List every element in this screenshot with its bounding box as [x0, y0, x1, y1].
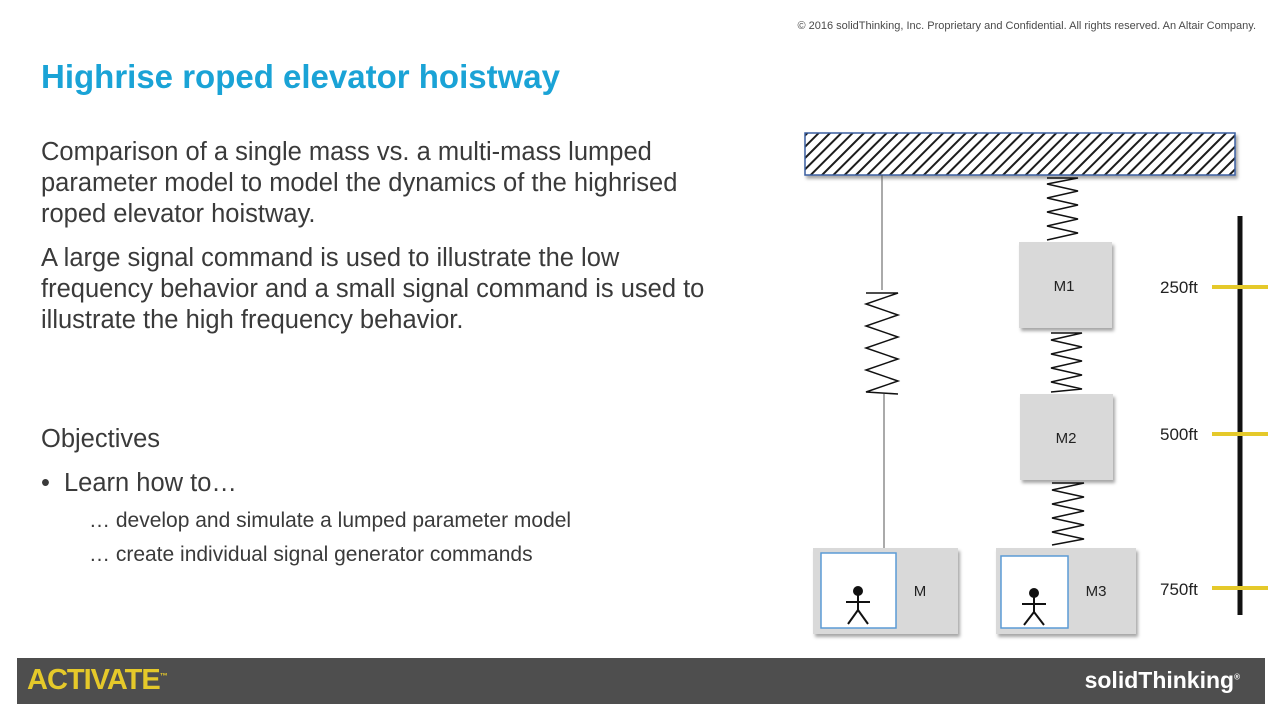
activate-logo-mark: ™ [159, 671, 168, 681]
objective-sub-item: … develop and simulate a lumped paramete… [89, 509, 572, 532]
single-spring [863, 292, 901, 395]
person-icon [846, 586, 870, 625]
spring-3 [1051, 482, 1085, 546]
solidthinking-logo-text: solidThinking [1084, 667, 1235, 693]
objectives-heading: Objectives [41, 425, 161, 453]
activate-logo-text: ACTIVATE [27, 664, 161, 696]
mass-block-m2 [1020, 394, 1113, 480]
objective-bullet: • Learn how to… [41, 469, 237, 498]
ceiling-support [804, 132, 1236, 176]
footer-bar [17, 658, 1265, 704]
bullet-icon: • [41, 469, 50, 497]
solidthinking-logo-mark: ® [1234, 672, 1240, 682]
activate-logo: ACTIVATE™ [27, 664, 168, 697]
slide-title: Highrise roped elevator hoistway [41, 58, 560, 95]
mass-label-m1: M1 [1054, 278, 1075, 295]
spring-1 [1046, 177, 1079, 241]
mass-block-m1 [1019, 242, 1112, 328]
mass-label-m2: M2 [1056, 430, 1077, 447]
solidthinking-logo: solidThinking® [1085, 667, 1240, 694]
intro-paragraph: Comparison of a single mass vs. a multi-… [41, 138, 678, 228]
bullet-text: Learn how to… [64, 469, 237, 497]
signal-paragraph: A large signal command is used to illust… [41, 244, 705, 334]
height-label-750ft: 750ft [1160, 580, 1198, 599]
spring-2 [1050, 332, 1083, 393]
height-label-250ft: 250ft [1160, 278, 1198, 297]
height-label-500ft: 500ft [1160, 425, 1198, 444]
single-mass-label: M [914, 583, 927, 600]
mass-label-m3: M3 [1086, 583, 1107, 600]
copyright-notice: © 2016 solidThinking, Inc. Proprietary a… [797, 20, 1256, 32]
person-icon [1022, 588, 1046, 626]
objective-sub-item: … create individual signal generator com… [89, 543, 533, 566]
